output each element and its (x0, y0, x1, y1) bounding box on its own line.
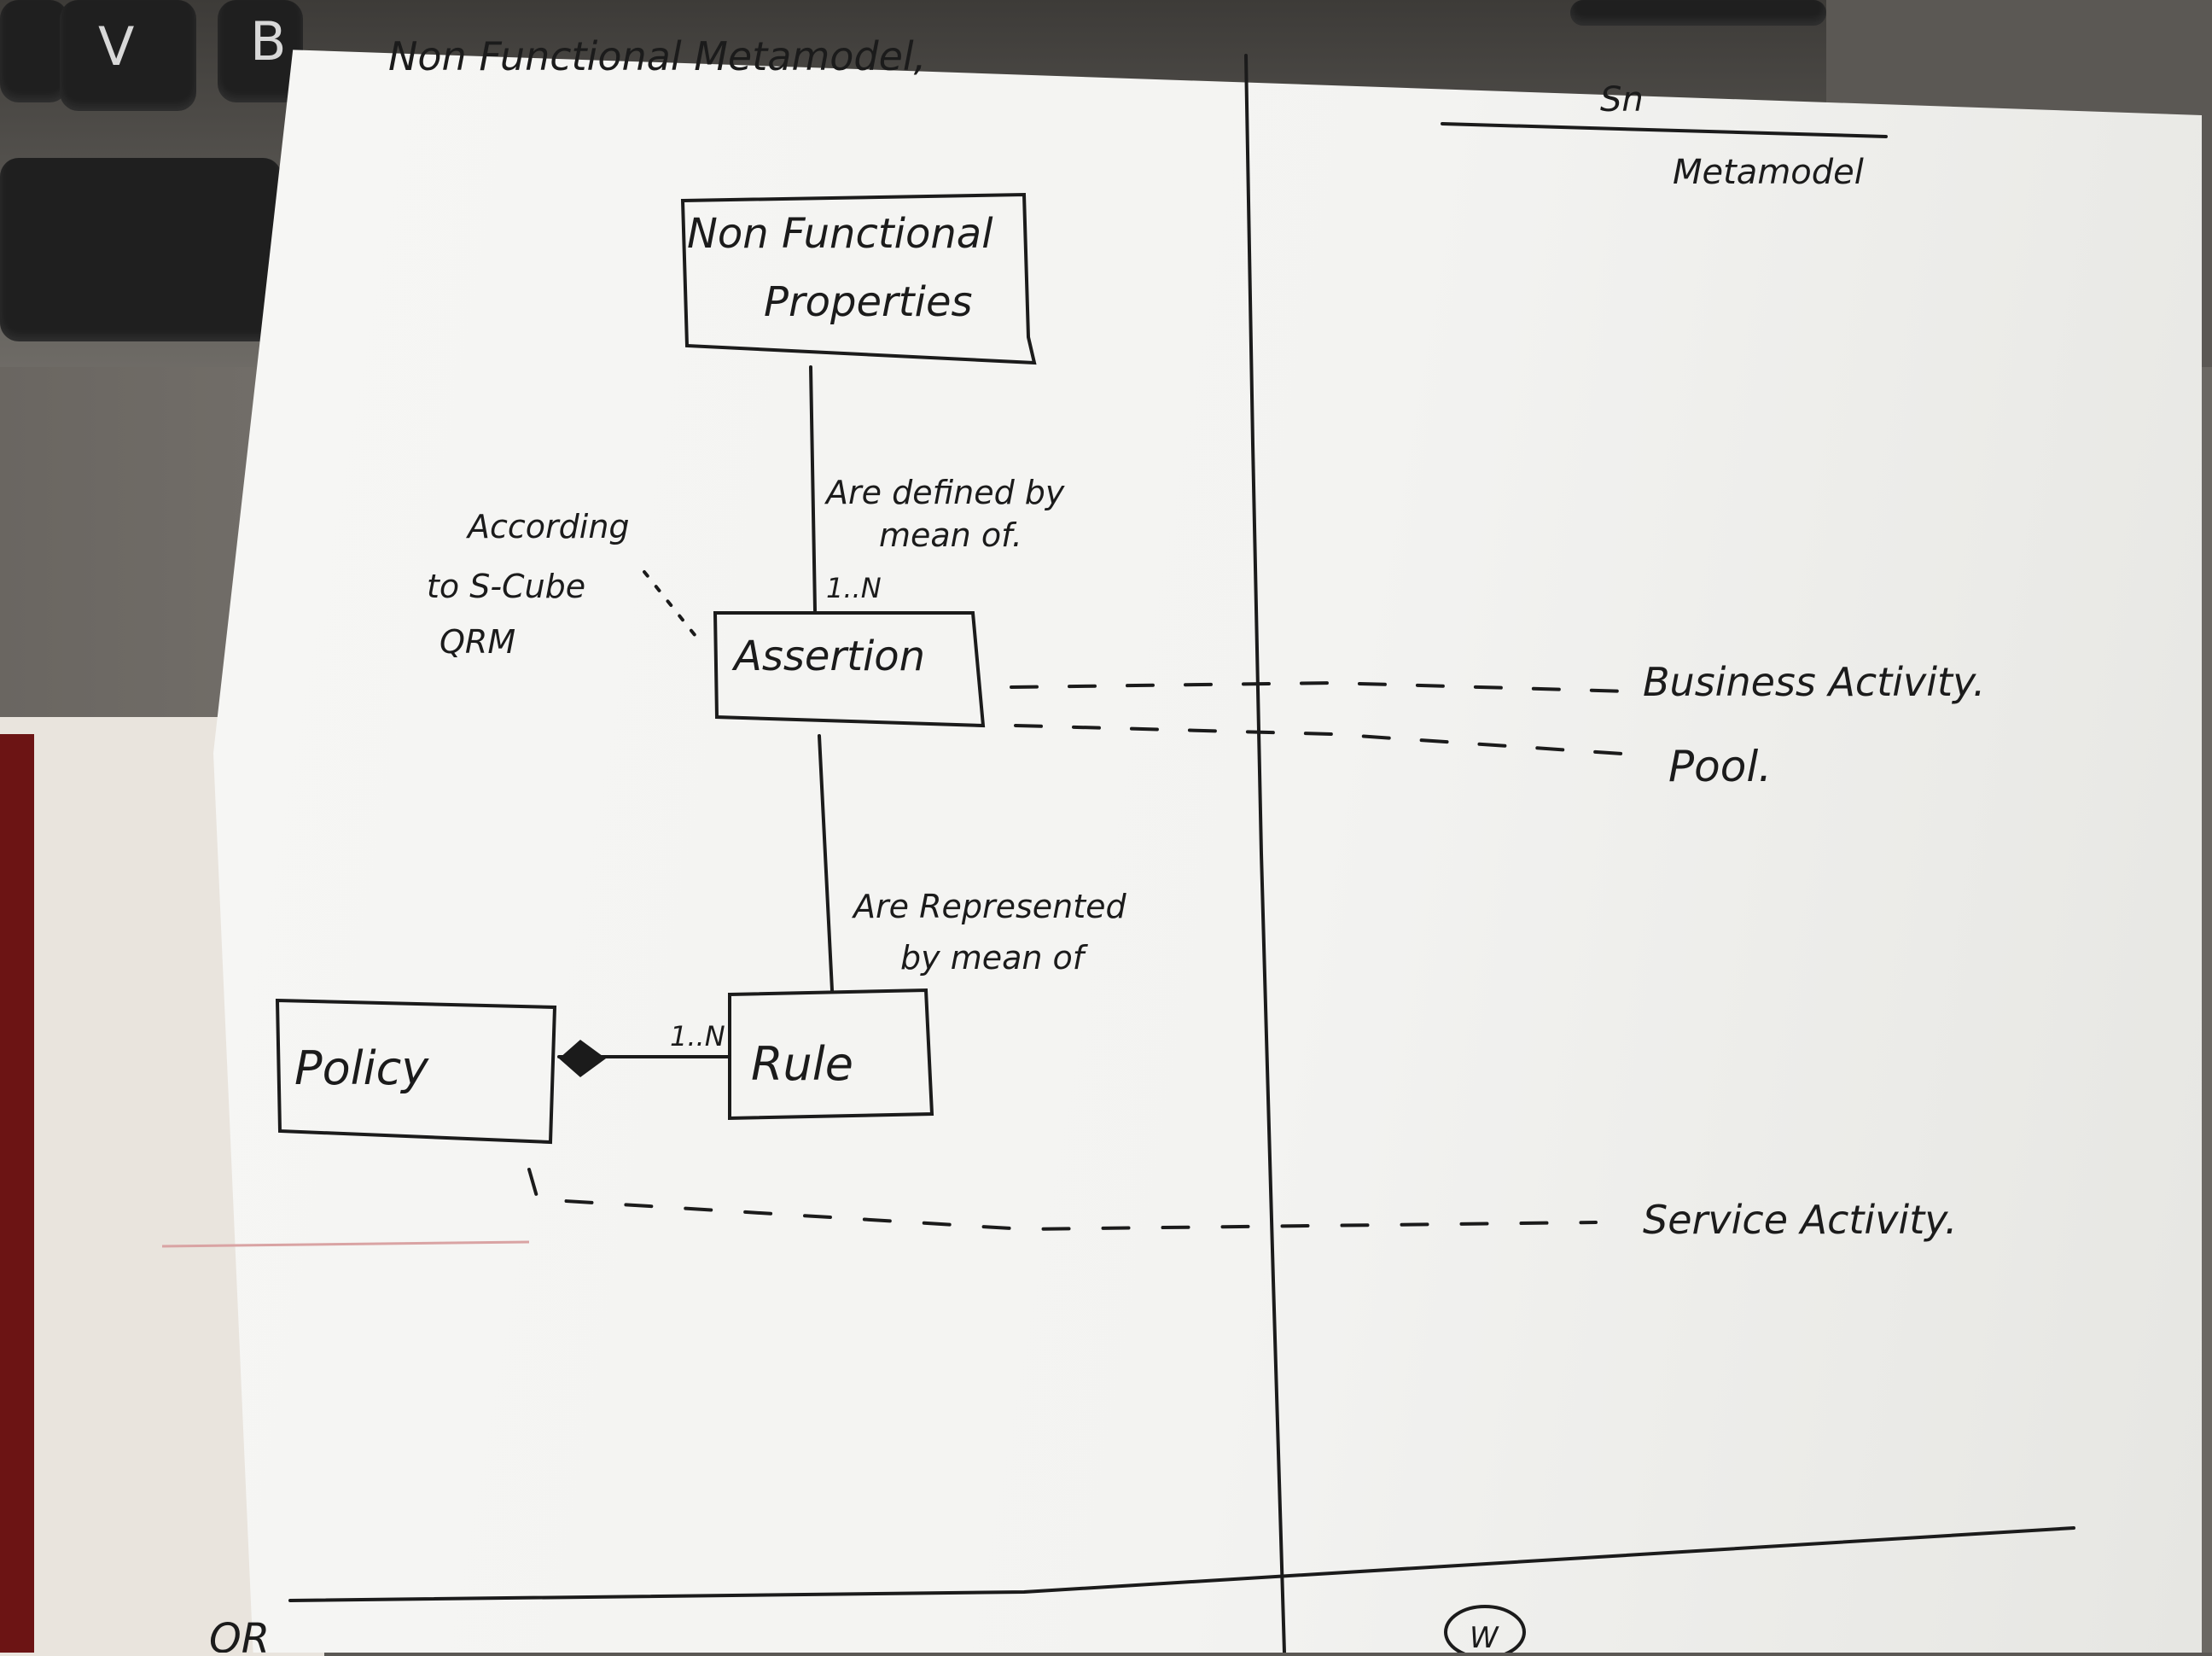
page-title: Non Functional Metamodel, (388, 33, 926, 79)
service-activity-line (527, 1168, 1598, 1232)
corner-note-1: Sn (1600, 80, 1644, 120)
policy-label: Policy (294, 1041, 429, 1095)
pool-line (1014, 724, 1649, 757)
mult-rule: 1..N (670, 1020, 725, 1052)
bottom-mark-or: OR (209, 1615, 270, 1653)
corner-note-2: Metamodel (1673, 153, 1864, 192)
nfp-label-1: Non Functional (687, 210, 993, 258)
layer-business-activity: Business Activity. (1643, 659, 1985, 705)
represented-connector (818, 734, 834, 992)
key-label: V (98, 15, 135, 78)
layer-service-activity: Service Activity. (1643, 1197, 1958, 1243)
bottom-rule (288, 1526, 2075, 1602)
key (1570, 0, 1826, 26)
key-b: B (218, 0, 303, 102)
bottom-circle (1444, 1605, 1526, 1653)
business-activity-line (1010, 680, 1632, 693)
annotation-line-3: QRM (439, 623, 515, 661)
margin-line (161, 1240, 530, 1248)
represented-label-1: Are Represented (851, 888, 1127, 925)
rule-label: Rule (751, 1037, 853, 1091)
nfp-box (680, 192, 1037, 365)
assertion-box (713, 611, 986, 728)
annotation-line-2: to S-Cube (427, 568, 585, 605)
bottom-mark-w: W (1470, 1621, 1499, 1653)
folder-edge (0, 734, 34, 1653)
rule-box (728, 988, 934, 1121)
key (0, 158, 282, 341)
nfp-label-2: Properties (764, 278, 972, 326)
policy-box (275, 998, 557, 1145)
layer-pool: Pool. (1668, 742, 1772, 791)
key-v: V (60, 0, 196, 111)
paper-sheet (213, 50, 2202, 1653)
composition-diamond (559, 1040, 606, 1077)
assertion-label: Assertion (731, 633, 925, 680)
annotation-link (643, 570, 697, 638)
vertical-divider (1244, 54, 1286, 1653)
defined-connector (809, 365, 817, 612)
key-label: B (250, 10, 287, 73)
represented-label-2: by mean of (900, 939, 1089, 977)
defined-label-1: Are defined by (824, 474, 1065, 511)
mult-assertion: 1..N (826, 572, 882, 604)
defined-label-2: mean of. (879, 516, 1022, 554)
key (0, 0, 68, 102)
annotation-line-1: According (465, 508, 630, 545)
strike-line (1441, 122, 1888, 138)
